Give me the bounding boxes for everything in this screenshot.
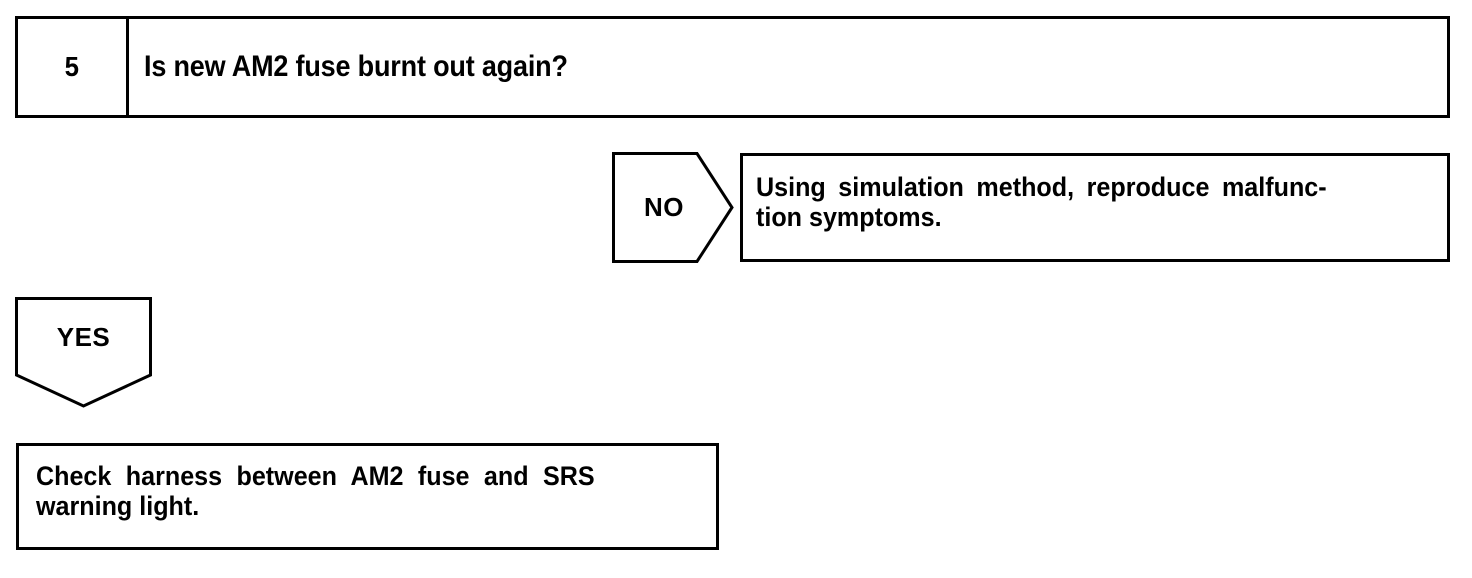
step-number: 5	[64, 51, 80, 82]
step-question-row: 5 Is new AM2 fuse burnt out again?	[15, 16, 1450, 118]
step-question-cell: Is new AM2 fuse burnt out again?	[129, 19, 1447, 115]
no-action-text-line-1: Using simulation method, reproduce malfu…	[756, 172, 1327, 202]
yes-arrow-shape	[15, 297, 152, 408]
no-action-box: Using simulation method, reproduce malfu…	[740, 153, 1450, 262]
no-branch-arrow	[612, 152, 734, 263]
no-arrow-shape	[612, 152, 734, 263]
no-action-text-line-2: tion symptoms.	[756, 202, 942, 233]
step-number-cell: 5	[18, 19, 129, 115]
yes-action-text-line-1: Check harness between AM2 fuse and SRS	[36, 461, 595, 491]
yes-action-text-line-2: warning light.	[36, 491, 200, 522]
yes-branch-label: YES	[56, 321, 111, 352]
no-branch-label: NO	[644, 192, 684, 222]
yes-action-box: Check harness between AM2 fuse and SRS w…	[16, 443, 719, 550]
step-question-text: Is new AM2 fuse burnt out again?	[144, 50, 568, 83]
yes-branch-arrow	[15, 297, 152, 408]
